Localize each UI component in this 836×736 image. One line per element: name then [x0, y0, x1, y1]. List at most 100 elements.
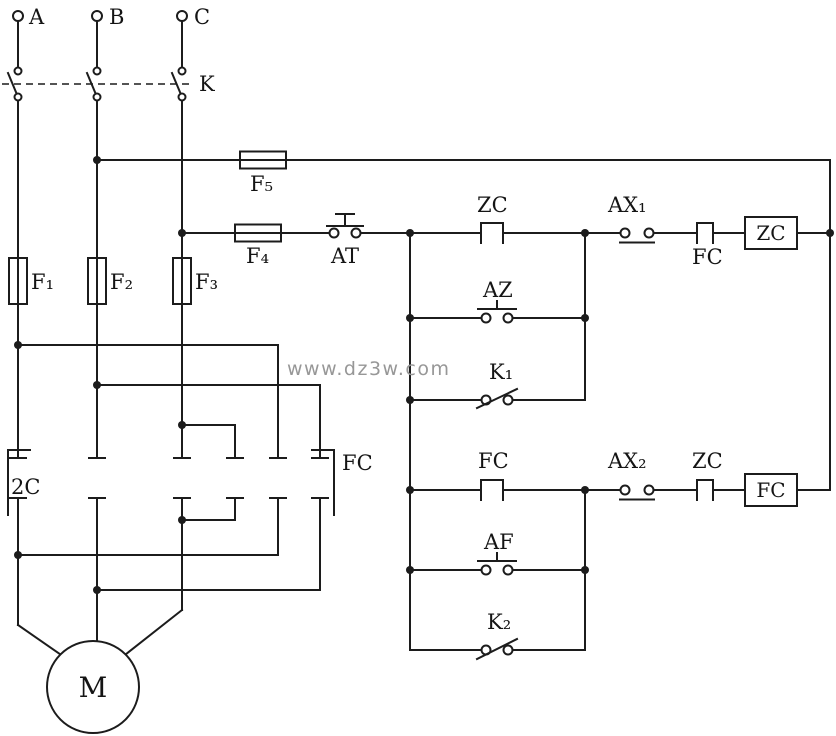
k2-label: K₂	[487, 610, 511, 634]
junction-dot	[406, 486, 414, 494]
contact-caps	[9, 457, 329, 499]
switch-k-label: K	[199, 72, 215, 96]
phase-c-label: C	[194, 5, 210, 29]
fuse-f5-label: F₅	[250, 172, 273, 196]
fc-coil-box	[744, 473, 798, 507]
at-contact	[328, 227, 340, 239]
k1-label: K₁	[489, 360, 513, 384]
at-button: AT	[326, 213, 364, 268]
fuse-f3-label: F₃	[195, 270, 218, 294]
ax2-label: AX₂	[607, 449, 647, 473]
control-feed-top-wire	[96, 159, 831, 491]
junction-dot	[406, 229, 414, 237]
power-wiring	[16, 20, 831, 656]
at-contact	[350, 227, 362, 239]
switch-contact	[13, 92, 23, 102]
motor-label: M	[79, 671, 108, 704]
knife-switch-k: K	[2, 66, 215, 102]
zc-coil-label: ZC	[756, 221, 785, 245]
fc-interlock-label: FC	[692, 245, 723, 269]
az-contact-terminal	[480, 312, 492, 324]
junction-dot	[406, 314, 414, 322]
relay-coils: ZC FC	[744, 216, 798, 507]
at-button-bridge	[326, 213, 364, 227]
switch-contact	[92, 92, 102, 102]
ax1-contact-terminal	[643, 227, 655, 239]
az-label: AZ	[482, 278, 513, 302]
fuse-f4	[234, 223, 282, 243]
junction-dot	[93, 381, 101, 389]
fc-coil-label: FC	[756, 478, 785, 502]
ax2-contact-terminal	[643, 484, 655, 496]
switch-contact	[177, 92, 187, 102]
junction-dot	[14, 341, 22, 349]
control-contacts: ZC AX₁ FC AZ K₁ FC AX₂ ZC AF	[475, 193, 723, 661]
junction-dot	[406, 566, 414, 574]
junction-dot	[93, 586, 101, 594]
zc-coil-box	[744, 216, 798, 250]
terminal-c	[176, 10, 188, 22]
k2-contact-terminal	[502, 644, 514, 656]
group-2c-label: 2C	[11, 475, 40, 499]
phase-a-wire	[16, 20, 62, 656]
terminal-b	[91, 10, 103, 22]
af-contact-terminal	[480, 564, 492, 576]
k1-contact-terminal	[502, 394, 514, 406]
zc-nc-contact-symbol	[480, 222, 504, 244]
phase-c-wire	[124, 20, 184, 656]
fc-interlock-symbol	[696, 222, 714, 244]
switch-contact	[177, 66, 187, 76]
junction-dot	[581, 566, 589, 574]
junction-dot	[581, 314, 589, 322]
fc-nc-contact-label: FC	[478, 449, 509, 473]
ax2-contact-terminal	[619, 484, 631, 496]
at-label: AT	[330, 244, 359, 268]
terminal-a	[12, 10, 24, 22]
junction-dot	[406, 396, 414, 404]
switch-contact	[92, 66, 102, 76]
junction-dot	[581, 486, 589, 494]
junction-dot	[93, 156, 101, 164]
junction-dot	[581, 229, 589, 237]
fuse-f2-label: F₂	[110, 270, 133, 294]
main-contactor-contacts: 2C FC	[7, 449, 373, 516]
k1-blade	[475, 387, 519, 410]
fc-nc-contact-symbol	[480, 479, 504, 501]
az-contact-terminal	[502, 312, 514, 324]
zc-interlock-symbol	[696, 479, 714, 501]
junction-dot	[178, 516, 186, 524]
watermark-text: www.dz3w.com	[287, 358, 450, 380]
main-contact-taps	[17, 344, 321, 459]
junction-dot	[178, 421, 186, 429]
zc-nc-contact-label: ZC	[477, 193, 508, 217]
supply-terminals: A B C	[12, 5, 210, 29]
fuse-f2	[87, 257, 107, 305]
ax1-label: AX₁	[607, 193, 647, 217]
af-button-bridge	[477, 552, 517, 562]
zc-interlock-label: ZC	[692, 449, 723, 473]
switch-contact	[13, 66, 23, 76]
k2-blade	[475, 637, 519, 661]
fuses: F₁ F₂ F₃ F₄ F₅	[8, 150, 287, 305]
group-2c-bracket	[7, 449, 31, 516]
fuse-f5	[239, 150, 287, 170]
junction-dots	[14, 156, 834, 594]
group-fc-label: FC	[342, 451, 373, 475]
main-contact-outputs	[17, 497, 321, 591]
junction-dot	[826, 229, 834, 237]
motor: M	[46, 640, 140, 734]
group-fc-bracket	[311, 449, 335, 516]
phase-b-label: B	[109, 5, 124, 29]
junction-dot	[14, 551, 22, 559]
junction-dot	[178, 229, 186, 237]
ax1-contact-terminal	[619, 227, 631, 239]
af-contact-terminal	[502, 564, 514, 576]
af-label: AF	[483, 530, 514, 554]
az-button-bridge	[477, 300, 517, 310]
fuse-f1-label: F₁	[31, 270, 54, 294]
phase-a-label: A	[28, 5, 45, 29]
control-wiring	[409, 232, 831, 651]
fuse-f3	[172, 257, 192, 305]
